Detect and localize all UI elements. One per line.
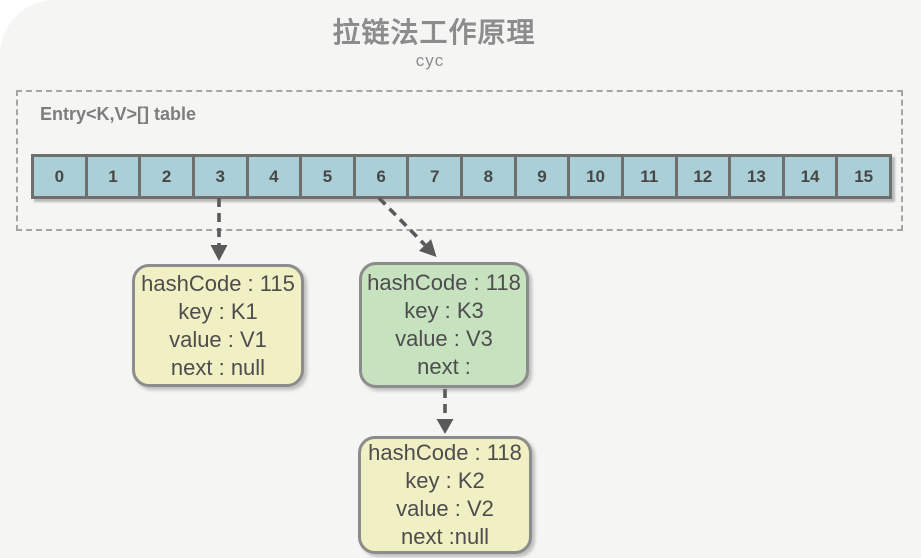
node-line-hashcode: hashCode : 115 xyxy=(141,270,295,296)
node-line-value: value : V1 xyxy=(169,326,267,352)
node-line-next: next : null xyxy=(170,354,266,380)
bucket-cell-12: 12 xyxy=(677,157,732,196)
node-line-value: value : V2 xyxy=(396,496,494,521)
entry-node-k3: hashCode : 118 key : K3 value : V3 next … xyxy=(359,262,529,388)
node-line-hashcode: hashCode : 118 xyxy=(368,440,522,465)
bucket-array: 0 1 2 3 4 5 6 7 8 9 10 11 12 13 14 15 xyxy=(31,154,892,199)
node-line-value: value : V3 xyxy=(395,326,493,351)
bucket-cell-0: 0 xyxy=(34,157,88,196)
bucket-cell-7: 7 xyxy=(409,157,463,196)
bucket-cell-4: 4 xyxy=(248,157,303,196)
bucket-cell-8: 8 xyxy=(463,157,517,196)
bucket-cell-1: 1 xyxy=(87,157,142,196)
node-line-hashcode: hashCode : 118 xyxy=(367,270,521,295)
bucket-cell-6: 6 xyxy=(355,157,410,196)
bucket-cell-3: 3 xyxy=(194,157,249,196)
bucket-cell-11: 11 xyxy=(623,157,678,196)
bucket-cell-13: 13 xyxy=(731,157,785,196)
bucket-cell-14: 14 xyxy=(784,157,839,196)
bucket-cell-5: 5 xyxy=(302,157,356,196)
entry-node-k2: hashCode : 118 key : K2 value : V2 next … xyxy=(358,436,532,554)
hash-table-container: Entry<K,V>[] table 0 1 2 3 4 5 6 7 8 9 1… xyxy=(16,90,903,231)
hash-table-label: Entry<K,V>[] table xyxy=(40,104,197,124)
node-line-key: key : K1 xyxy=(178,298,258,324)
diagram-subtitle: cyc xyxy=(415,51,445,70)
bucket-cell-10: 10 xyxy=(570,157,624,196)
bucket-cell-15: 15 xyxy=(838,157,889,196)
diagram-title: 拉链法工作原理 xyxy=(332,17,536,48)
bucket-cell-2: 2 xyxy=(141,157,195,196)
node-line-next: next :null xyxy=(400,524,490,549)
node-line-key: key : K2 xyxy=(405,468,485,493)
bucket-cell-9: 9 xyxy=(516,157,571,196)
node-line-next: next : xyxy=(417,354,471,379)
arrow-node-k3-to-node-k2-icon xyxy=(436,389,454,434)
node-line-key: key : K3 xyxy=(404,298,484,323)
entry-node-k1: hashCode : 115 key : K1 value : V1 next … xyxy=(132,264,304,387)
